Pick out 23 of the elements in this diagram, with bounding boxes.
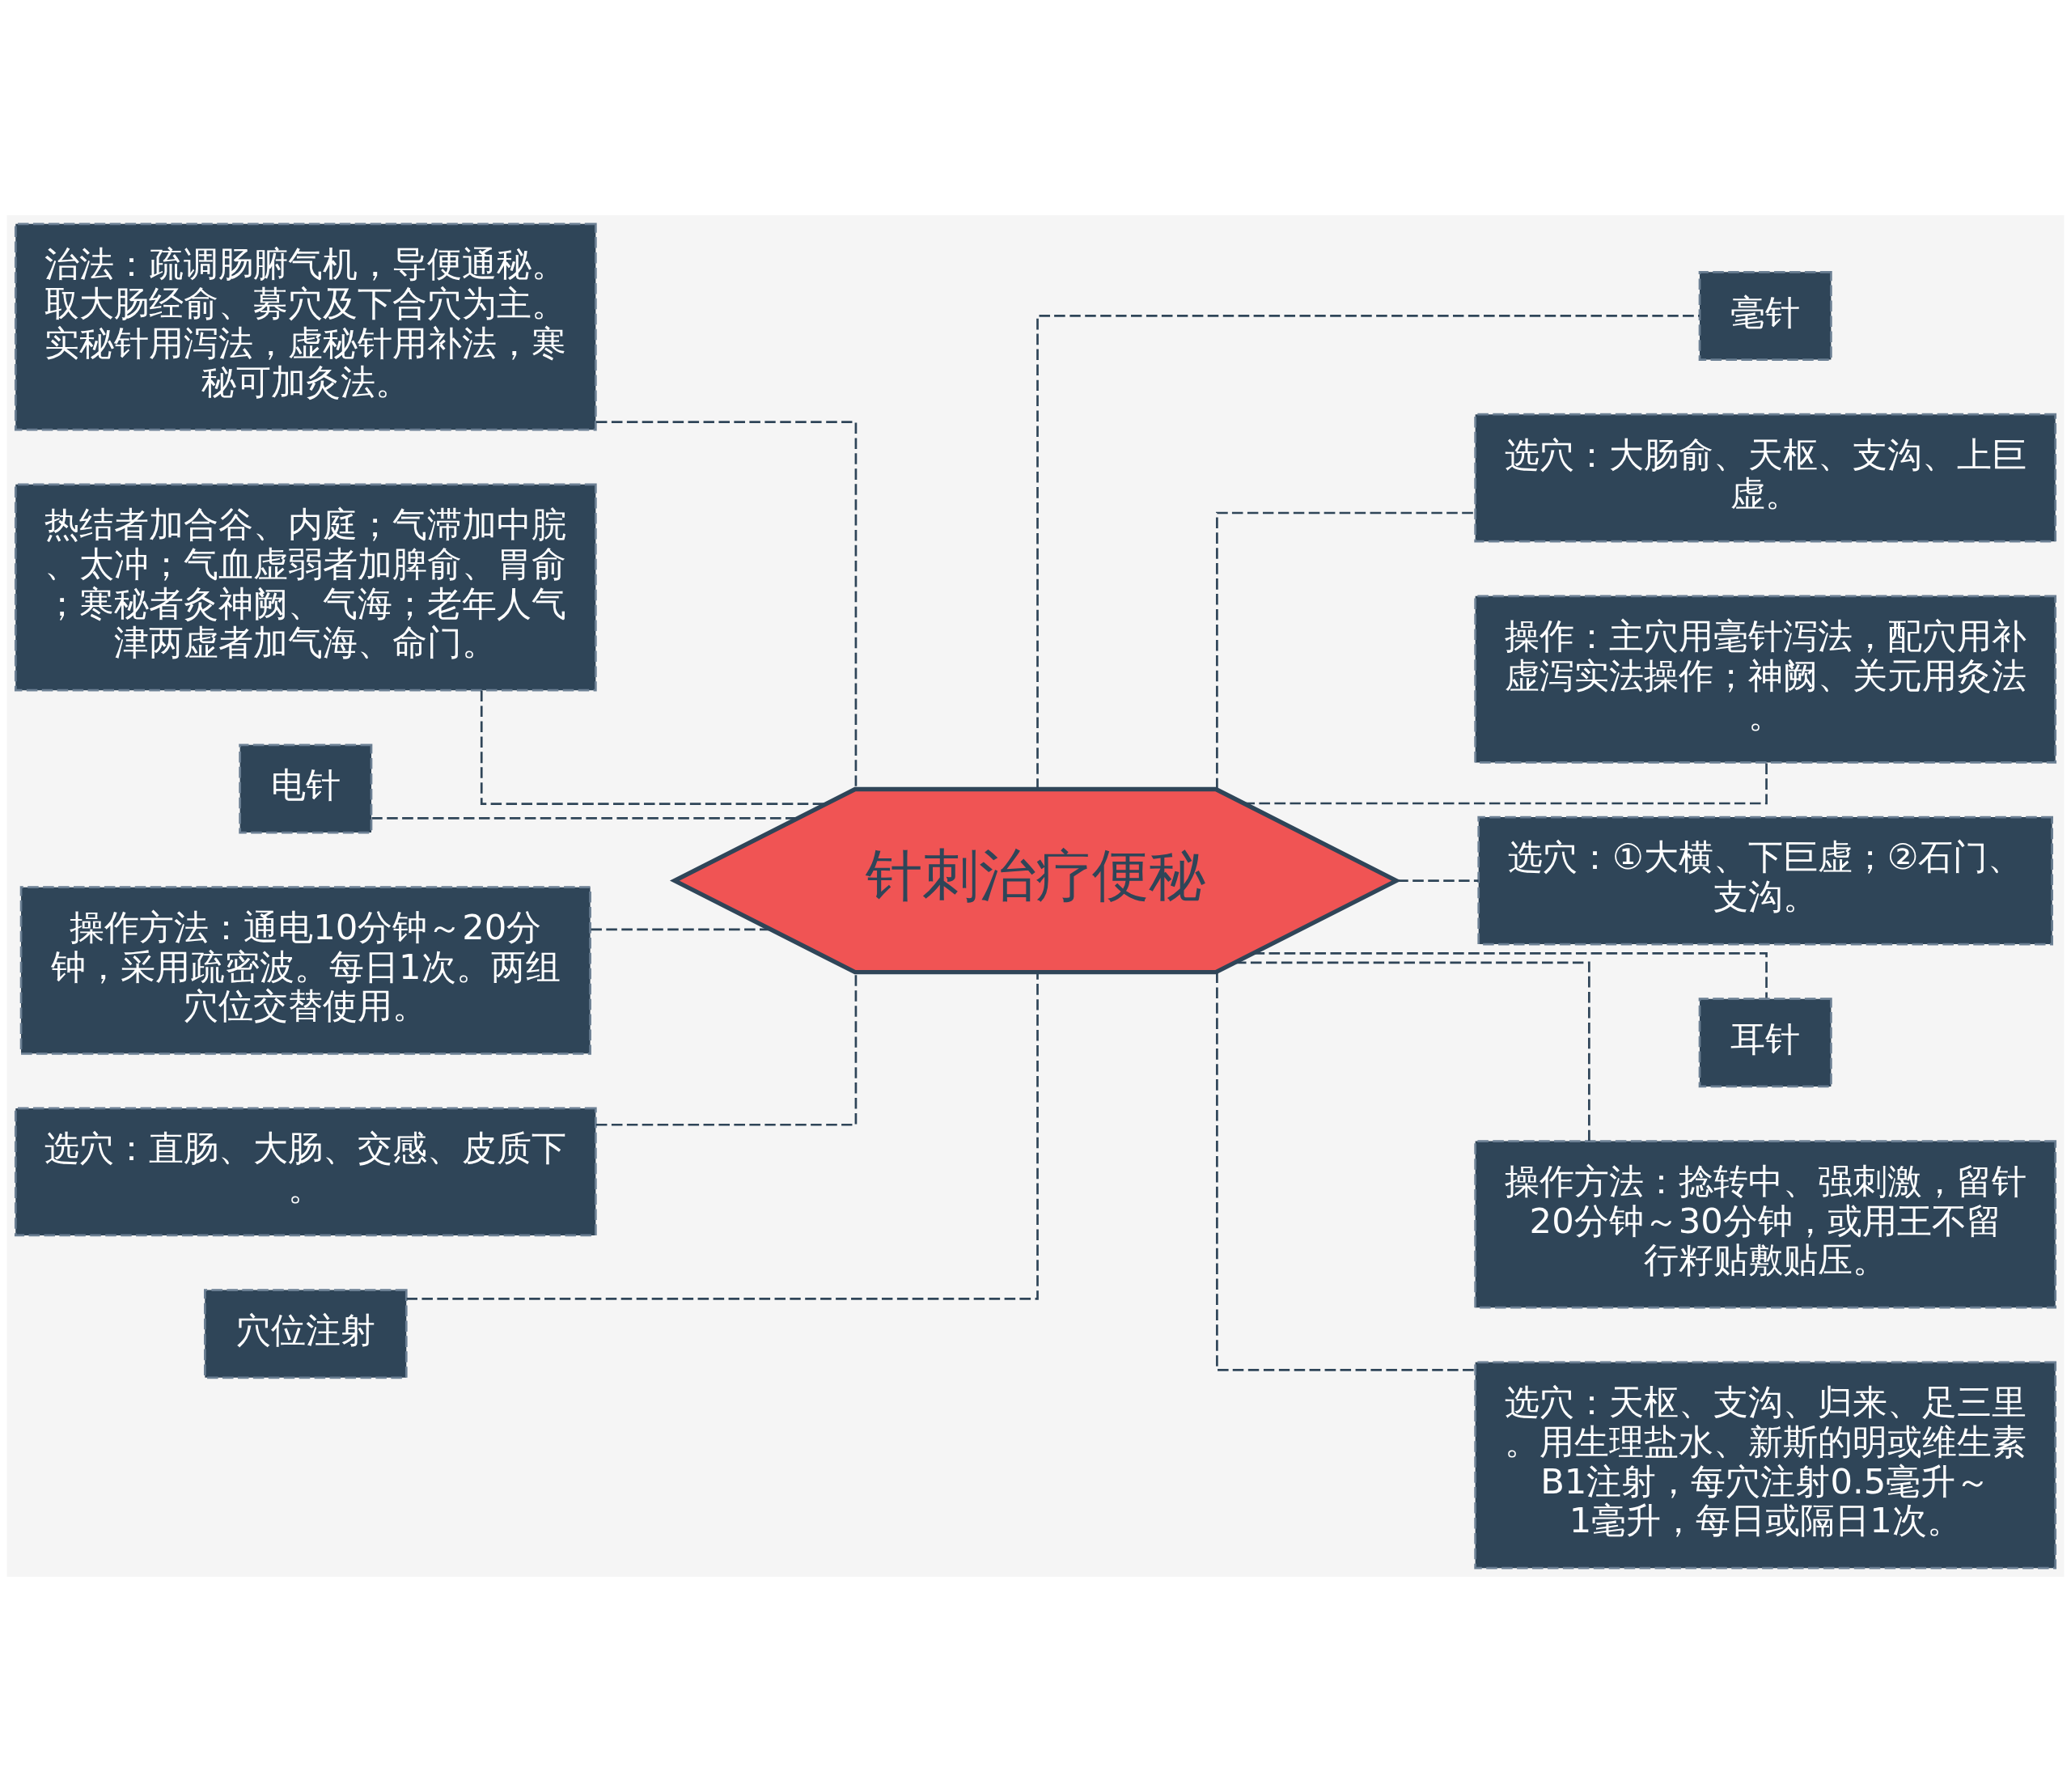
node-box: 穴位注射 (204, 1289, 408, 1379)
node-box: 选穴：直肠、大肠、交感、皮质下。 (14, 1107, 597, 1237)
connector (371, 816, 798, 820)
connector (1216, 511, 1476, 789)
node-box: 耳针 (1698, 998, 1832, 1088)
node-box: 选穴：①大横、下巨虚；②石门、支沟。 (1477, 816, 2053, 946)
connector (1036, 315, 1700, 790)
node-box: 操作方法：通电10分钟～20分钟，采用疏密波。每日1次。两组穴位交替使用。 (19, 886, 591, 1055)
node-box: 热结者加合谷、内庭；气滞加中脘、太冲；气血虚弱者加脾俞、胃俞；寒秘者灸神阙、气海；老年人气津两虚者加气海、命门。 (14, 483, 597, 692)
node-box: 选穴：天枢、支沟、归来、足三里。用生理盐水、新斯的明或维生素B1注射，每穴注射0.5毫升～1毫升，每日或隔日1次。 (1474, 1361, 2057, 1570)
node-box: 选穴：大肠俞、天枢、支沟、上巨虚。 (1474, 413, 2057, 543)
node-box: 操作：主穴用毫针泻法，配穴用补虚泻实法操作；神阙、关元用灸法。 (1474, 595, 2057, 764)
node-box: 治法：疏调肠腑气机，导便通秘。取大肠经俞、募穴及下合穴为主。实秘针用泻法，虚秘针用补法，寒秘可加灸法。 (14, 222, 597, 431)
connector (1397, 879, 1479, 882)
connector (406, 972, 1039, 1300)
connector (1243, 762, 1768, 805)
connector (1216, 972, 1476, 1371)
node-box: 电针 (239, 743, 373, 834)
connector (1235, 961, 1590, 1142)
node-box: 操作方法：捻转中、强刺激，留针20分钟～30分钟，或用王不留行籽贴敷贴压。 (1474, 1140, 2057, 1309)
node-box: 毫针 (1698, 271, 1832, 361)
connector (1253, 952, 1768, 998)
connector (591, 928, 771, 931)
